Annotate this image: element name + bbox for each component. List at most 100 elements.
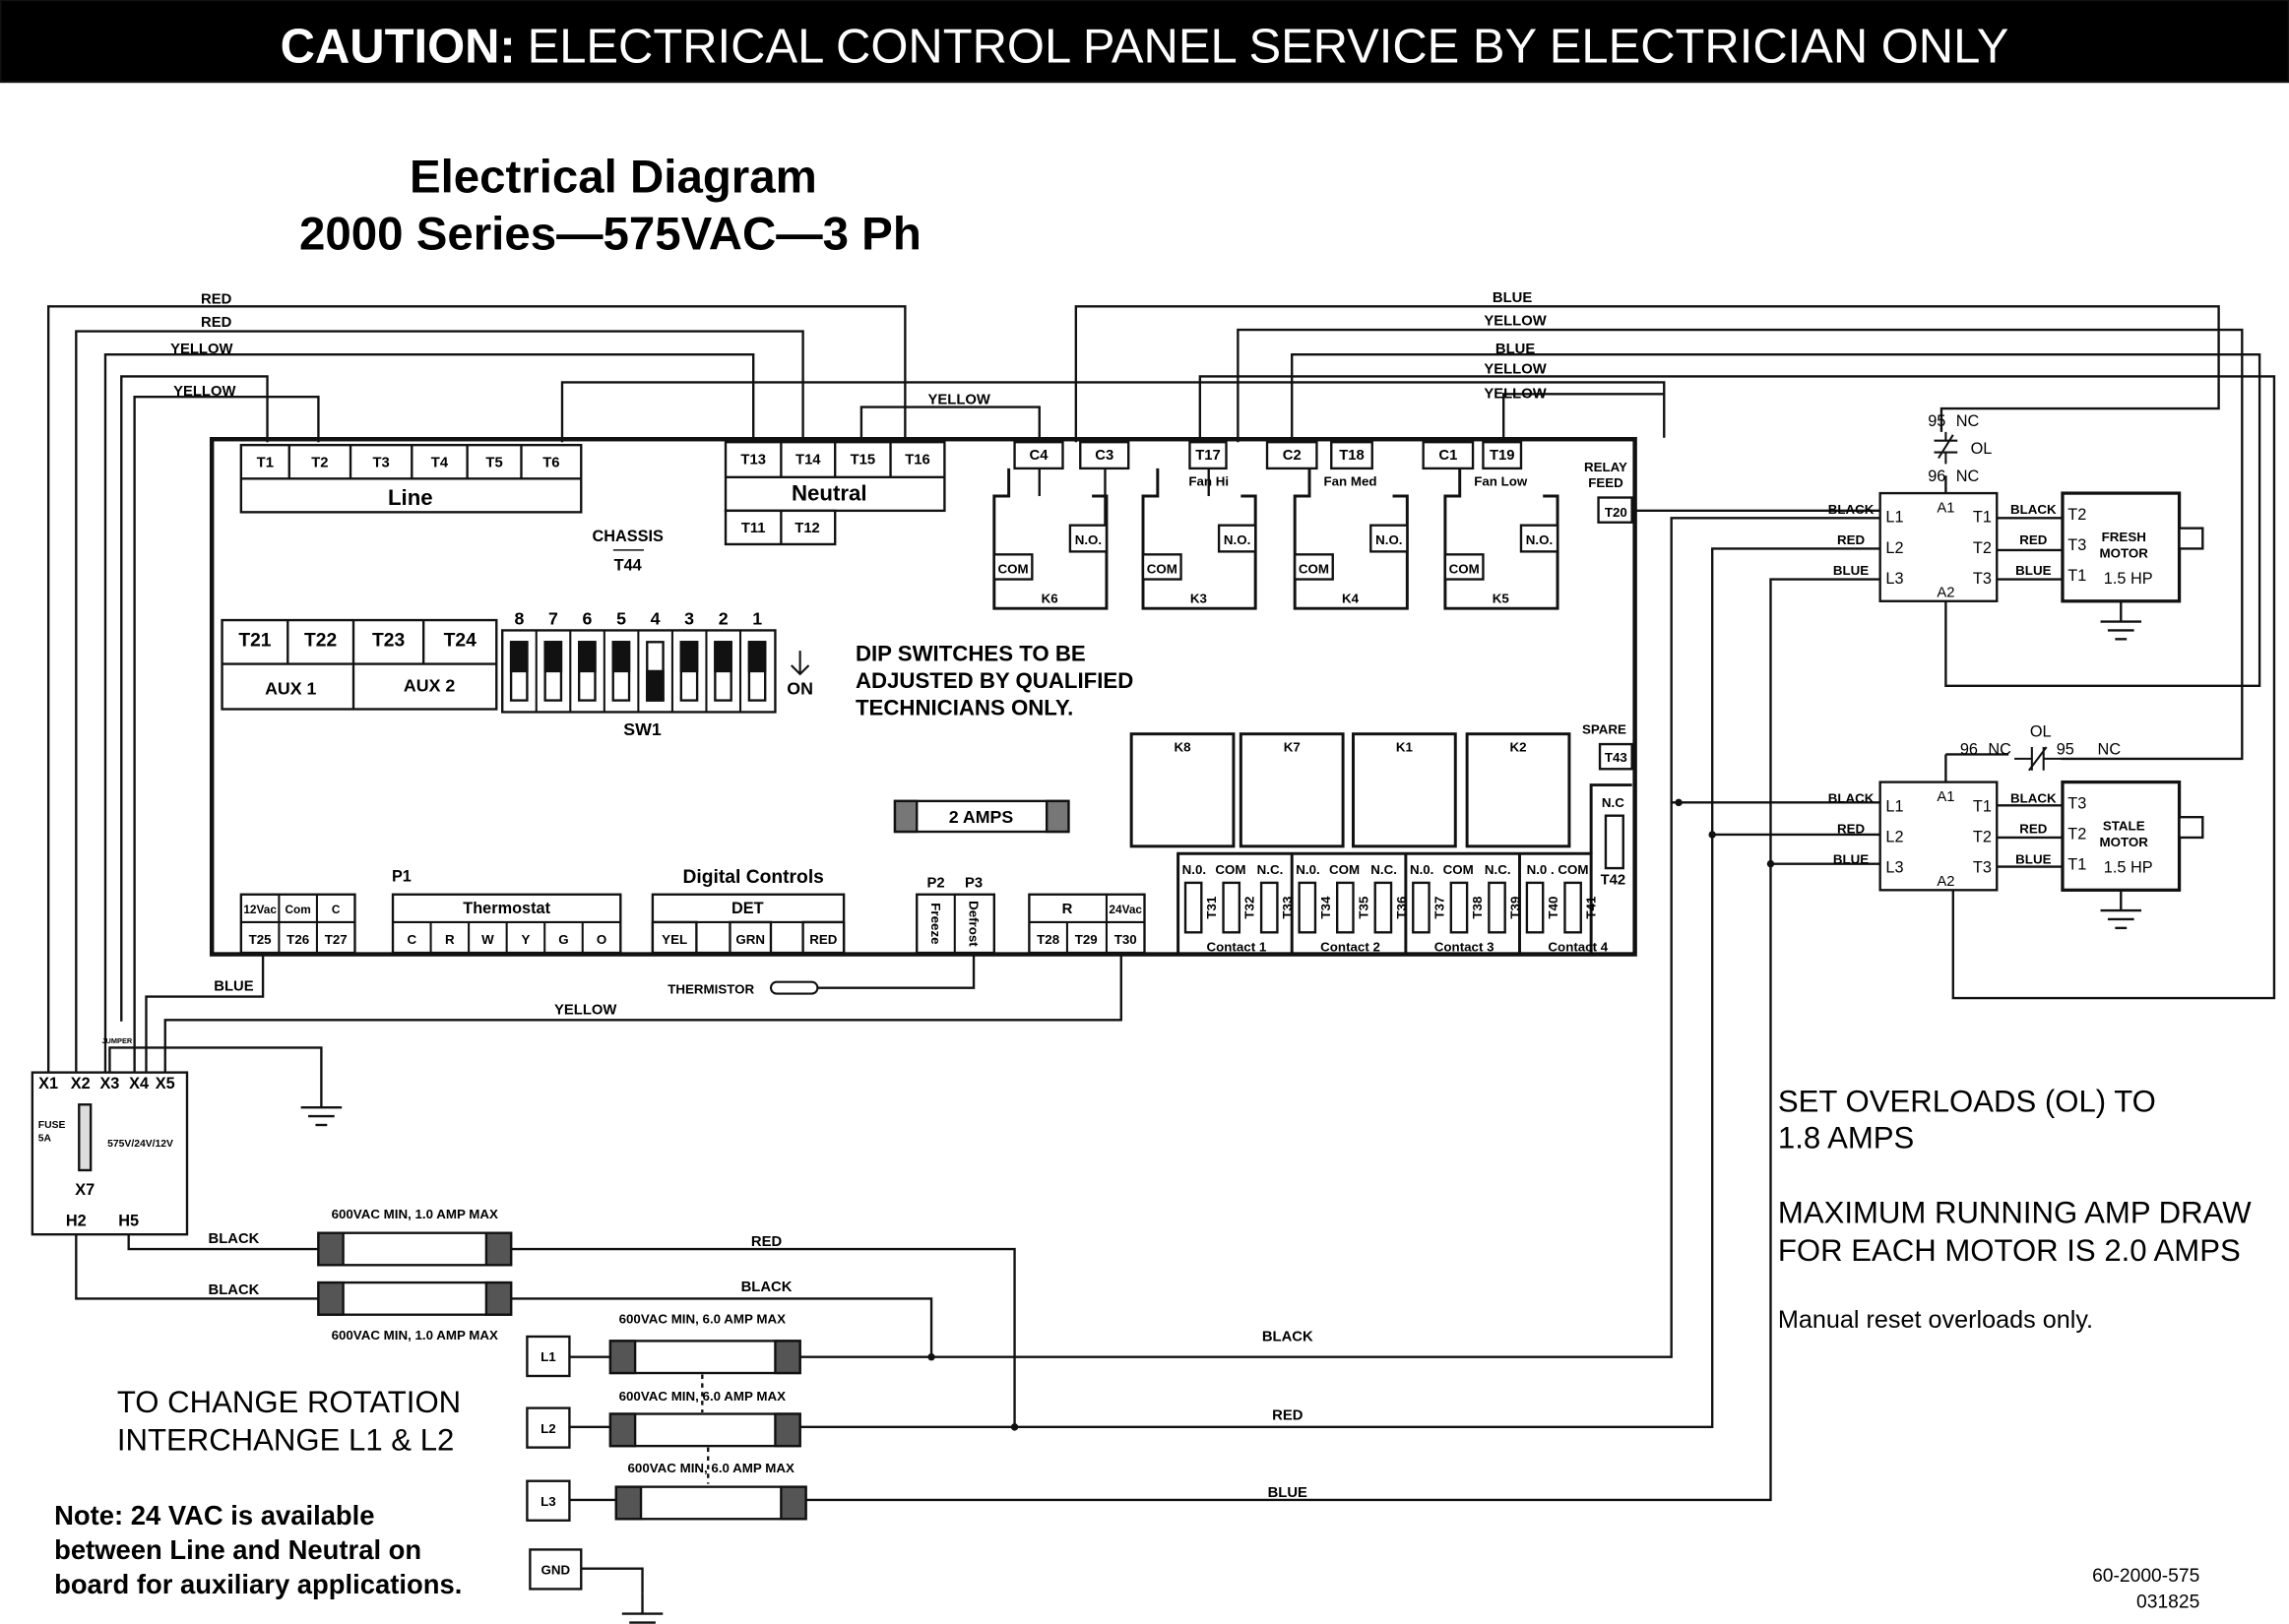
dip-note: DIP SWITCHES TO BE [856, 642, 1086, 666]
dip-on-label: ON [787, 679, 813, 699]
wire [1710, 547, 1880, 835]
manual-reset-note: Manual reset overloads only. [1778, 1306, 2093, 1334]
document-number: 60-2000-575 [2092, 1566, 2199, 1587]
large-relay [1465, 732, 1571, 848]
dip-number: 5 [616, 609, 626, 629]
power-terminal-block [239, 893, 356, 955]
contactor-output-label: T3 [1973, 570, 1992, 588]
terminal-label: T38 [1470, 897, 1485, 919]
wire-label: RED [1837, 532, 1866, 547]
junction-dot [1766, 859, 1775, 868]
freeze-label: Freeze [928, 903, 943, 944]
motor-terminal: T3 [2067, 536, 2086, 554]
dip-slider [646, 669, 665, 702]
terminal-label: T31 [1204, 896, 1219, 919]
caution-message: ELECTRICAL CONTROL PANEL SERVICE BY ELEC… [528, 21, 2009, 74]
fuse-rating: 600VAC MIN, 6.0 AMP MAX [619, 1389, 786, 1404]
relay-com-label: COM [1449, 562, 1480, 577]
junction-dot [1708, 831, 1716, 839]
contact-terminal [1298, 881, 1317, 934]
relay-K6 [992, 468, 1109, 610]
thermistor-icon [769, 980, 819, 995]
terminal-label: C3 [1095, 448, 1113, 464]
contactor-output-label: T1 [1973, 509, 1992, 527]
diagram-title: Electrical Diagram [410, 152, 817, 204]
relay-no-terminal [1217, 524, 1257, 553]
terminal-label: T1 [257, 455, 274, 470]
wire [1769, 578, 1880, 864]
aux-24vac-note: between Line and Neutral on [54, 1534, 421, 1565]
fuse-cap [1045, 799, 1070, 834]
ol-label: NC [1988, 740, 2011, 758]
motor-name: FRESH [2102, 530, 2146, 544]
terminal-label: T26 [286, 932, 309, 947]
terminal-header: 12Vac [243, 903, 277, 916]
supply-terminal-l2 [526, 1406, 571, 1449]
terminal-label: T22 [304, 631, 337, 652]
motor-name: STALE [2103, 819, 2145, 834]
terminal-label: RED [809, 932, 838, 947]
fuse-cap [484, 1280, 513, 1316]
terminal-label: T13 [740, 452, 766, 468]
terminal-label: W [481, 932, 494, 947]
contacts-block [1176, 851, 1593, 957]
relay-no-terminal [1519, 524, 1559, 553]
ol-contact-icon [2014, 746, 2062, 772]
max-draw-note: FOR EACH MOTOR IS 2.0 AMPS [1778, 1233, 2241, 1268]
relay-K4 [1293, 468, 1409, 610]
terminal-label: T16 [905, 452, 930, 468]
dip-number: 7 [548, 609, 558, 629]
motor-terminal: T2 [2067, 506, 2086, 524]
contact-terminal [1488, 881, 1506, 934]
relay-com-label: COM [1299, 562, 1329, 577]
relay-com-terminal [1141, 553, 1182, 581]
fuse-rating: 600VAC MIN, 6.0 AMP MAX [619, 1312, 786, 1327]
terminal-label: T39 [1507, 897, 1522, 919]
motor-name: MOTOR [2100, 545, 2149, 560]
relay-name: K8 [1175, 739, 1191, 754]
terminal-label: GRN [735, 932, 765, 947]
terminal-label: O [597, 932, 606, 947]
digital-controls-label: Digital Controls [682, 867, 823, 888]
relay-no-label: N.O. [1375, 532, 1402, 547]
terminal-label: T15 [851, 452, 876, 468]
relay-name: K7 [1284, 739, 1301, 754]
terminal-label: L1 [540, 1349, 556, 1364]
jumper-label: JUMPER [101, 1036, 133, 1045]
terminal-label: T37 [1431, 897, 1446, 919]
overload-note: 1.8 AMPS [1778, 1121, 1914, 1156]
caution-banner [0, 0, 2289, 84]
relay-name: K4 [1342, 591, 1360, 605]
fuse-cap [893, 799, 919, 834]
ol-label: OL [2030, 723, 2052, 741]
wire [127, 1234, 319, 1251]
fuse-cap [317, 1280, 345, 1316]
terminal [1330, 441, 1373, 470]
relay-no-label: N.O. [1224, 532, 1250, 547]
transformer-terminal: X3 [99, 1075, 119, 1093]
p2-label: P2 [926, 875, 944, 891]
rotation-note: TO CHANGE ROTATION [117, 1385, 461, 1419]
terminal-label: T2 [311, 455, 328, 470]
wire [859, 406, 1041, 443]
contact-terminal [1563, 881, 1582, 934]
terminal-label: C2 [1283, 448, 1302, 464]
fuse-cap [774, 1412, 801, 1448]
fuse-cap [317, 1231, 345, 1267]
terminal [1482, 441, 1523, 470]
dip-note: ADJUSTED BY QUALIFIED [856, 668, 1133, 693]
aux-24vac-note: board for auxiliary applications. [54, 1569, 462, 1599]
wire-label: RED [751, 1234, 783, 1250]
transformer-terminal: X1 [38, 1075, 58, 1093]
wire-label: BLUE [1268, 1485, 1307, 1501]
junction-dot [1675, 798, 1683, 807]
wire [1074, 305, 2220, 443]
relay-name: K6 [1042, 591, 1058, 605]
terminal-label: G [558, 932, 568, 947]
contact-header: COM [1215, 862, 1245, 877]
ground-icon [2100, 600, 2142, 641]
wire [581, 1567, 644, 1593]
dip-slider [509, 641, 529, 673]
wire-label: YELLOW [170, 342, 232, 357]
contactor-input-label: L2 [1885, 828, 1903, 845]
